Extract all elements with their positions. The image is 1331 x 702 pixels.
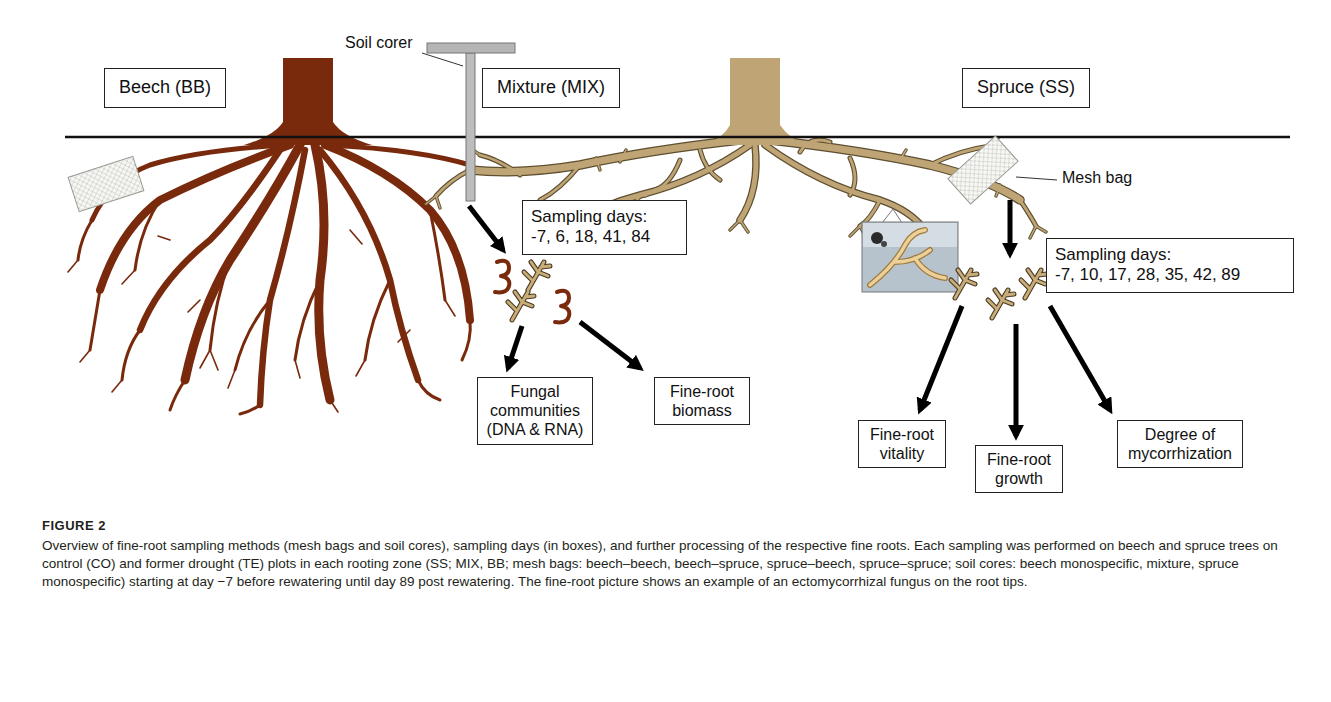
analysis-box: Fine-root biomass (654, 377, 750, 425)
root-fragments (1021, 270, 1047, 298)
root-fragments (508, 292, 534, 320)
root-fragments (1021, 270, 1047, 298)
part-label: Mesh bag (1062, 168, 1132, 187)
box-text: Fungal communities (DNA & RNA) (483, 382, 587, 440)
root-fragments (951, 270, 977, 298)
root-fragments (508, 292, 534, 320)
beech-roots (260, 150, 305, 405)
process-arrow (580, 322, 640, 368)
beech-roots (330, 145, 470, 165)
beech-roots (90, 290, 100, 350)
root-photo (870, 230, 945, 285)
root-fragments (495, 261, 1047, 323)
analysis-box: Fungal communities (DNA & RNA) (477, 377, 593, 445)
soil-corer (427, 43, 515, 201)
beech-roots (462, 320, 470, 360)
sampling-days-box: Sampling days:-7, 10, 17, 28, 35, 42, 89 (1046, 238, 1294, 293)
zone-label-box: Spruce (SS) (962, 68, 1090, 108)
beech-roots (235, 300, 270, 370)
box-text: Fine-root vitality (864, 425, 940, 463)
beech-roots (430, 210, 445, 300)
beech-roots (78, 200, 470, 414)
box-text: Fine-root biomass (660, 382, 744, 420)
root-photo (862, 222, 958, 292)
box-text: Fine-root growth (981, 450, 1057, 488)
sampling-days-box: Sampling days:-7, 6, 18, 41, 84 (522, 200, 687, 255)
box-text: Beech (BB) (119, 77, 211, 99)
process-arrow (920, 306, 962, 410)
leader-line (1016, 177, 1057, 180)
part-label: Soil corer (345, 33, 413, 52)
root-fragments (495, 261, 509, 293)
beech-trunk (244, 58, 372, 145)
root-photo (870, 230, 945, 285)
beech-roots (135, 200, 160, 270)
figure-number: FIGURE 2 (42, 518, 106, 533)
process-arrow (1050, 306, 1110, 410)
box-body-text: -7, 6, 18, 41, 84 (531, 227, 678, 247)
root-photo (870, 230, 945, 285)
zone-label-box: Mixture (MIX) (482, 68, 620, 108)
process-arrow (1008, 200, 1013, 254)
process-arrow (508, 326, 522, 368)
root-photo (870, 230, 945, 285)
beech-roots (170, 380, 185, 410)
beech-roots (80, 350, 365, 388)
box-text: Sampling days: (531, 207, 678, 227)
soil-corer (427, 43, 515, 53)
beech-roots (68, 230, 455, 412)
beech-roots (68, 145, 470, 414)
root-photo (871, 232, 883, 244)
zone-label-box: Beech (BB) (104, 68, 226, 108)
soil-corer (466, 53, 475, 201)
root-fragments (524, 262, 550, 290)
beech-roots (365, 280, 390, 360)
box-body-text: -7, 10, 17, 28, 35, 42, 89 (1055, 265, 1285, 285)
root-fragments (988, 290, 1014, 318)
box-text: Mixture (MIX) (497, 77, 605, 99)
beech-roots (158, 230, 410, 342)
beech-roots (140, 150, 280, 330)
beech-roots (295, 280, 320, 360)
beech-roots (210, 260, 230, 350)
beech-roots (325, 145, 470, 320)
mesh-bag (68, 156, 144, 211)
root-photo (881, 241, 887, 247)
analysis-box: Degree of mycorrhization (1117, 420, 1243, 468)
beech-roots (122, 270, 455, 370)
root-photo (862, 209, 958, 292)
box-text: Degree of mycorrhization (1123, 425, 1237, 463)
beech-roots (320, 150, 418, 380)
leader-line (422, 53, 463, 66)
beech-roots (240, 405, 260, 414)
box-text: Sampling days: (1055, 245, 1285, 265)
mesh-bag (948, 136, 1018, 204)
beech-roots (418, 380, 440, 400)
beech-roots (78, 220, 92, 260)
analysis-box: Fine-root vitality (858, 420, 946, 468)
analysis-box: Fine-root growth (975, 445, 1063, 493)
root-photo (882, 209, 902, 223)
figure-caption: Overview of fine-root sampling methods (… (42, 537, 1292, 591)
beech-roots (315, 145, 330, 400)
spruce-trunk (705, 58, 805, 145)
process-arrow (1014, 324, 1019, 436)
beech-roots (92, 145, 470, 220)
root-fragments (555, 291, 569, 323)
process-arrow (469, 206, 503, 250)
box-text: Spruce (SS) (977, 77, 1075, 99)
root-fragments (951, 270, 977, 298)
mesh-bag (68, 156, 144, 211)
beech-roots (140, 150, 418, 405)
beech-roots (122, 330, 140, 380)
mesh-bag (948, 136, 1018, 204)
root-fragments (988, 290, 1014, 318)
soil-surface (65, 136, 1290, 139)
beech-roots (68, 260, 338, 412)
root-fragments (524, 262, 550, 290)
